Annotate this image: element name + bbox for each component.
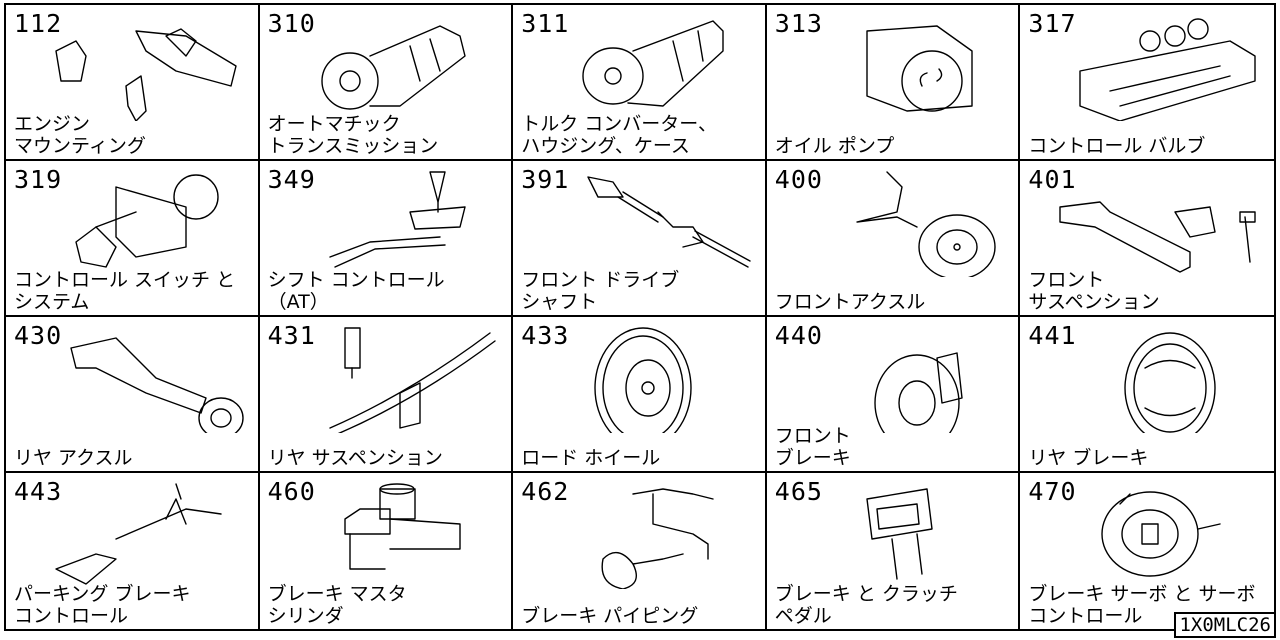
part-label: リヤ サスペンション <box>267 447 443 469</box>
part-label: ロード ホイール <box>521 447 661 469</box>
part-cell-349[interactable]: 349 シフト コントロール（AT） <box>259 161 514 317</box>
part-cell-317[interactable]: 317 コントロール バルブ <box>1020 5 1274 161</box>
brake-piping-icon <box>543 479 753 590</box>
part-label: エンジンマウンティング <box>14 113 146 157</box>
part-number: 391 <box>521 165 570 194</box>
engine-mounting-icon <box>36 11 246 122</box>
part-cell-391[interactable]: 391 フロント ドライブシャフト <box>513 161 767 317</box>
torque-converter-housing-icon <box>543 11 753 121</box>
part-number: 310 <box>267 9 316 38</box>
part-label: パーキング ブレーキコントロール <box>14 583 191 627</box>
part-label: ブレーキ マスタシリンダ <box>267 583 407 627</box>
part-label: リヤ ブレーキ <box>1028 447 1149 469</box>
part-number: 311 <box>521 9 570 38</box>
figure-code: 1X0MLC26 <box>1174 612 1276 638</box>
part-cell-470[interactable]: 470 ブレーキ サーボ と サーボコントロール <box>1020 473 1274 629</box>
control-valve-icon <box>1050 11 1260 122</box>
brake-clutch-pedal-icon <box>797 479 1007 589</box>
part-cell-400[interactable]: 400 フロントアクスル <box>766 161 1021 317</box>
part-cell-441[interactable]: 441 リヤ ブレーキ <box>1020 317 1274 473</box>
part-number: 400 <box>774 165 823 194</box>
part-number: 443 <box>14 477 63 506</box>
part-number: 470 <box>1028 477 1077 506</box>
parking-brake-icon <box>36 479 246 589</box>
part-cell-462[interactable]: 462 ブレーキ パイピング <box>513 473 767 629</box>
part-label: オートマチックトランスミッション <box>267 113 439 157</box>
part-cell-401[interactable]: 401 フロントサスペンション <box>1020 161 1274 317</box>
part-label: コントロール バルブ <box>1028 135 1206 157</box>
part-number: 440 <box>774 321 823 350</box>
part-number: 433 <box>521 321 570 350</box>
part-label: シフト コントロール（AT） <box>267 269 445 313</box>
road-wheel-icon <box>543 323 753 449</box>
part-number: 462 <box>521 477 570 506</box>
part-label: ブレーキ と クラッチペダル <box>774 583 958 627</box>
part-cell-430[interactable]: 430 リヤ アクスル <box>6 317 260 473</box>
part-cell-431[interactable]: 431 リヤ サスペンション <box>259 317 514 473</box>
part-number: 401 <box>1028 165 1077 194</box>
part-label: フロントブレーキ <box>774 425 851 469</box>
part-cell-433[interactable]: 433 ロード ホイール <box>513 317 767 473</box>
rear-axle-icon <box>36 323 246 439</box>
part-label: ブレーキ サーボ と サーボコントロール <box>1028 583 1256 627</box>
part-number: 441 <box>1028 321 1077 350</box>
part-number: 317 <box>1028 9 1077 38</box>
part-number: 465 <box>774 477 823 506</box>
part-label: トルク コンバーター、ハウジング、ケース <box>521 113 718 157</box>
part-label: フロントサスペンション <box>1028 269 1160 313</box>
front-suspension-icon <box>1050 167 1260 277</box>
part-number: 313 <box>774 9 823 38</box>
part-cell-313[interactable]: 313 オイル ポンプ <box>766 5 1021 161</box>
part-cell-460[interactable]: 460 ブレーキ マスタシリンダ <box>260 473 514 629</box>
front-brake-icon <box>797 323 1007 452</box>
front-drive-shaft-icon <box>543 167 753 277</box>
brake-master-cylinder-icon <box>290 479 500 589</box>
part-label: リヤ アクスル <box>14 447 133 469</box>
rear-suspension-icon <box>290 323 500 436</box>
part-cell-310[interactable]: 310 オートマチックトランスミッション <box>259 5 514 161</box>
parts-index-grid: 112 エンジンマウンティング 310 オートマチックトランスミッション 311… <box>4 3 1276 631</box>
part-cell-311[interactable]: 311 トルク コンバーター、ハウジング、ケース <box>513 5 767 161</box>
part-cell-112[interactable]: 112 エンジンマウンティング <box>6 5 260 161</box>
part-label: フロント ドライブシャフト <box>521 269 680 313</box>
part-label: フロントアクスル <box>774 291 926 313</box>
part-label: オイル ポンプ <box>774 135 895 157</box>
part-number: 112 <box>14 9 63 38</box>
brake-servo-icon <box>1050 479 1260 589</box>
part-number: 460 <box>267 477 316 506</box>
part-label: コントロール スイッチ とシステム <box>14 269 236 313</box>
part-cell-443[interactable]: 443 パーキング ブレーキコントロール <box>6 473 260 629</box>
control-switch-icon <box>36 167 246 277</box>
part-label: ブレーキ パイピング <box>521 605 699 627</box>
part-cell-319[interactable]: 319 コントロール スイッチ とシステム <box>6 161 260 317</box>
part-cell-440[interactable]: 440 フロントブレーキ <box>766 317 1021 473</box>
part-cell-465[interactable]: 465 ブレーキ と クラッチペダル <box>767 473 1021 629</box>
part-number: 430 <box>14 321 63 350</box>
part-number: 349 <box>267 165 316 194</box>
rear-brake-icon <box>1050 323 1260 444</box>
part-number: 431 <box>267 321 316 350</box>
shift-control-icon <box>290 167 500 277</box>
automatic-transmission-icon <box>290 11 500 121</box>
part-number: 319 <box>14 165 63 194</box>
oil-pump-icon <box>797 11 1007 121</box>
front-axle-icon <box>797 167 1007 280</box>
